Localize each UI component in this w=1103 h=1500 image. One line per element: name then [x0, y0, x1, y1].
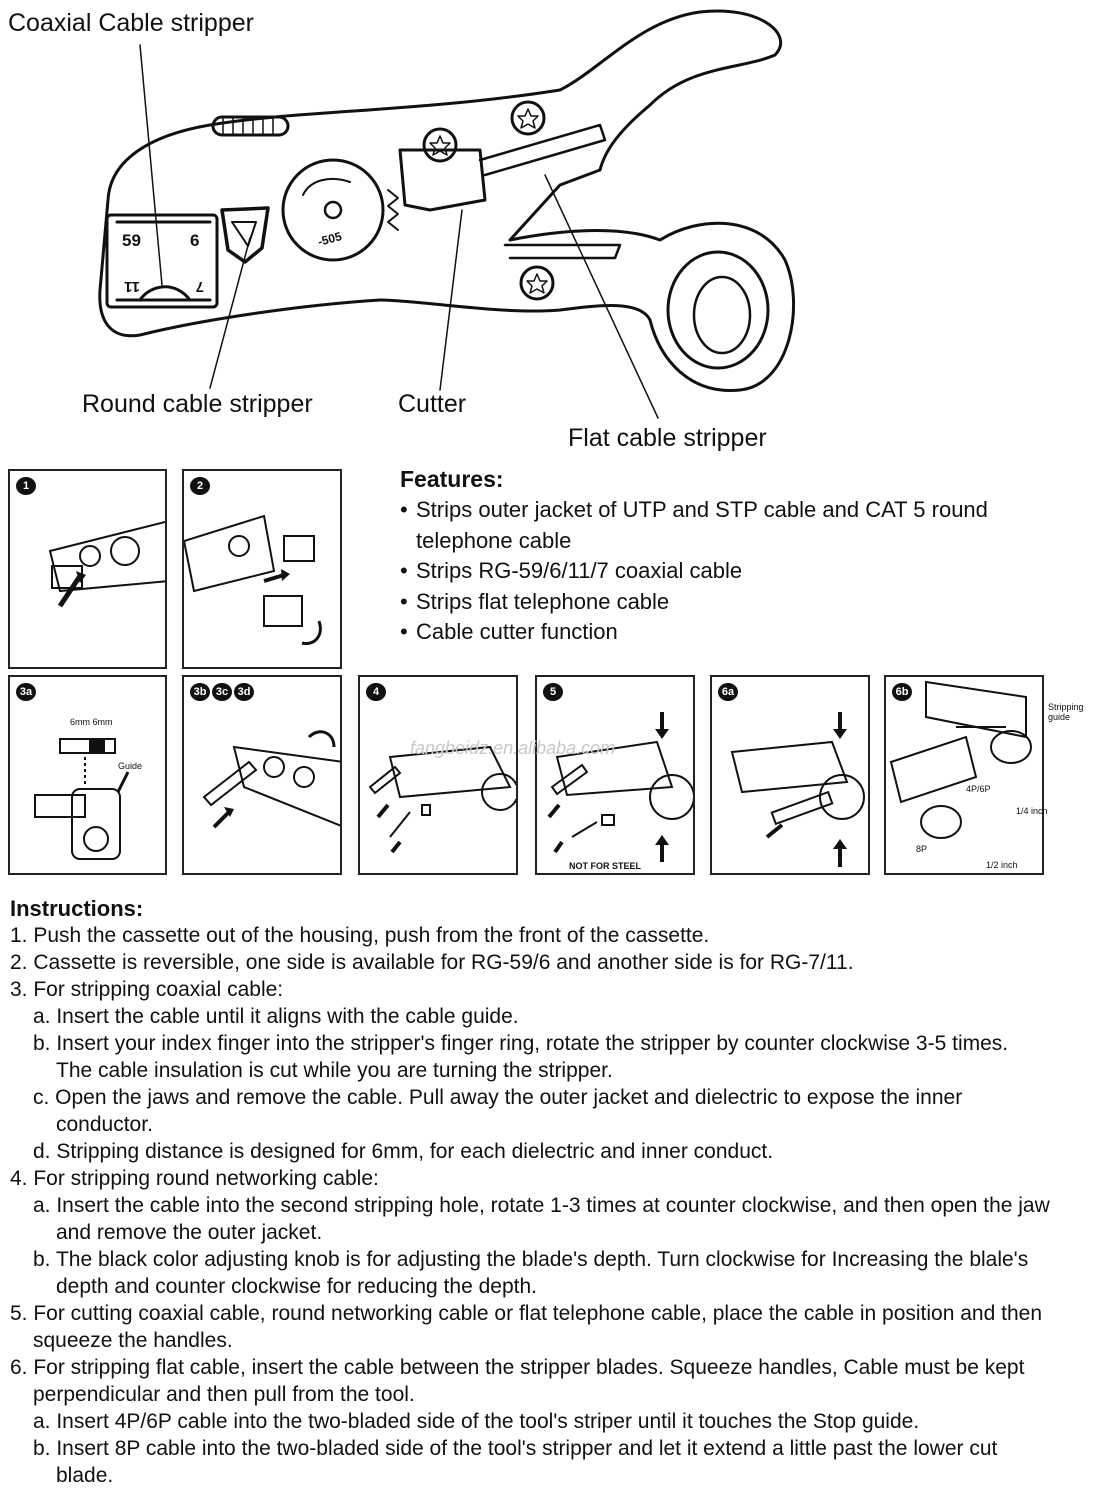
step-panel-3a: 3a 6mm 6mm Guide — [8, 675, 167, 875]
leader-coaxial — [139, 44, 163, 286]
screw-top-left — [422, 127, 458, 163]
instruction-step: 4. For stripping round networking cable: — [10, 1167, 379, 1190]
label-cutter: Cutter — [398, 390, 466, 418]
feature-item: Cable cutter function — [400, 617, 1006, 648]
step-1-illustration — [48, 520, 165, 608]
cassette-marking-59: 59 — [122, 231, 141, 250]
step-number-badge: 1 — [16, 477, 36, 495]
screw-top-right — [510, 100, 546, 136]
step-panel-6a: 6a — [710, 675, 870, 875]
step-number-badge: 6a — [718, 683, 738, 701]
step-number-badge: 3a — [16, 683, 36, 701]
label-round-cable-stripper: Round cable stripper — [82, 390, 313, 418]
step-number-badge: 2 — [190, 477, 210, 495]
cassette-marking-7: 7 — [196, 278, 204, 295]
instructions-title: Instructions: — [10, 896, 144, 921]
flat-stripper-blade-top — [478, 123, 607, 177]
step-6a-illustration — [730, 712, 865, 867]
8p-label: 8P — [916, 844, 928, 854]
step-2-illustration — [184, 514, 322, 646]
blade-dial — [281, 158, 385, 262]
step-panel-1: 1 — [8, 469, 167, 669]
dial-marking: -505 — [316, 229, 343, 249]
instruction-substep: b. The black color adjusting knob is for… — [33, 1248, 1029, 1271]
screw-bottom — [519, 265, 555, 301]
features-title: Features: — [400, 466, 504, 492]
step-3a-illustration — [34, 738, 130, 860]
stripping-guide-label: Stripping guide — [1048, 702, 1084, 722]
feature-item: Strips RG-59/6/11/7 coaxial cable — [400, 556, 1006, 587]
instruction-step: 2. Cassette is reversible, one side is a… — [10, 951, 854, 974]
instruction-step: 1. Push the cassette out of the housing,… — [10, 924, 710, 947]
step-number-badge: 4 — [366, 683, 386, 701]
instruction-substep-cont: depth and counter clockwise for reducing… — [56, 1275, 537, 1298]
step-number-badge: 6b — [892, 683, 912, 701]
tool-body-outline — [98, 9, 796, 392]
instruction-step: 6. For stripping flat cable, insert the … — [10, 1356, 1025, 1379]
adjusting-knob — [211, 115, 290, 137]
dimension-label: 6mm 6mm — [70, 717, 113, 727]
step-5-illustration — [547, 712, 693, 862]
leader-flat — [544, 174, 659, 419]
step-4-illustration — [368, 745, 516, 854]
cable-stripper-diagram: 59 6 11 7 -505 Coaxial Cable stripper Ro… — [8, 9, 796, 452]
instruction-substep-cont: conductor. — [56, 1113, 153, 1136]
instruction-step: 3. For stripping coaxial cable: — [10, 978, 284, 1001]
feature-item: Strips outer jacket of UTP and STP cable… — [400, 495, 1006, 556]
features-list: Strips outer jacket of UTP and STP cable… — [400, 495, 1006, 648]
not-for-steel-note: NOT FOR STEEL — [569, 861, 641, 871]
round-stripper-notch — [220, 206, 270, 264]
label-coaxial-cable-stripper: Coaxial Cable stripper — [8, 9, 254, 37]
instruction-substep: b. Insert 8P cable into the two-bladed s… — [33, 1437, 998, 1460]
step-panel-6b: 6b — [884, 675, 1044, 875]
step-3b-illustration — [202, 730, 340, 829]
watermark: fangbeidz.en.alibaba.com — [410, 738, 616, 758]
step-panel-4: 4 — [358, 675, 518, 875]
4p6p-label: 4P/6P — [966, 784, 991, 794]
step-number-badge: 5 — [543, 683, 563, 701]
instruction-substep: b. Insert your index finger into the str… — [33, 1032, 1009, 1055]
cassette-marking-11: 11 — [124, 278, 140, 295]
instruction-substep-cont: The cable insulation is cut while you ar… — [56, 1059, 613, 1082]
instruction-step-cont: squeeze the handles. — [33, 1329, 233, 1352]
quarter-inch-label: 1/4 inch — [1016, 806, 1048, 816]
half-inch-label: 1/2 inch — [986, 860, 1018, 870]
flat-stripper-blade-bottom — [503, 243, 622, 260]
instruction-substep: a. Insert the cable into the second stri… — [33, 1194, 1050, 1217]
spring — [387, 189, 399, 231]
leader-cutter — [439, 209, 463, 391]
step-panel-5: 5 NOT FOR STEEL — [535, 675, 695, 875]
feature-item: Strips flat telephone cable — [400, 587, 1006, 618]
step-panel-2: 2 — [182, 469, 342, 669]
instructions-list: 1. Push the cassette out of the housing,… — [10, 922, 1095, 1489]
cutter-block — [398, 148, 487, 212]
cassette — [105, 213, 219, 309]
instruction-substep: d. Stripping distance is designed for 6m… — [33, 1140, 774, 1163]
instruction-substep-cont: blade. — [56, 1464, 114, 1487]
step-6b-illustration — [889, 680, 1032, 839]
label-flat-cable-stripper: Flat cable stripper — [568, 424, 767, 452]
finger-ring — [666, 250, 770, 370]
guide-label: Guide — [118, 761, 143, 771]
instruction-step: 5. For cutting coaxial cable, round netw… — [10, 1302, 1042, 1325]
instruction-substep: c. Open the jaws and remove the cable. P… — [33, 1086, 963, 1109]
instruction-substep: a. Insert the cable until it aligns with… — [33, 1005, 519, 1028]
leader-round — [209, 237, 251, 389]
instruction-substep: a. Insert 4P/6P cable into the two-blade… — [33, 1410, 920, 1433]
instruction-substep-cont: and remove the outer jacket. — [56, 1221, 323, 1244]
cassette-marking-6: 6 — [190, 231, 199, 250]
instruction-step-cont: perpendicular and then pull from the too… — [33, 1383, 415, 1406]
